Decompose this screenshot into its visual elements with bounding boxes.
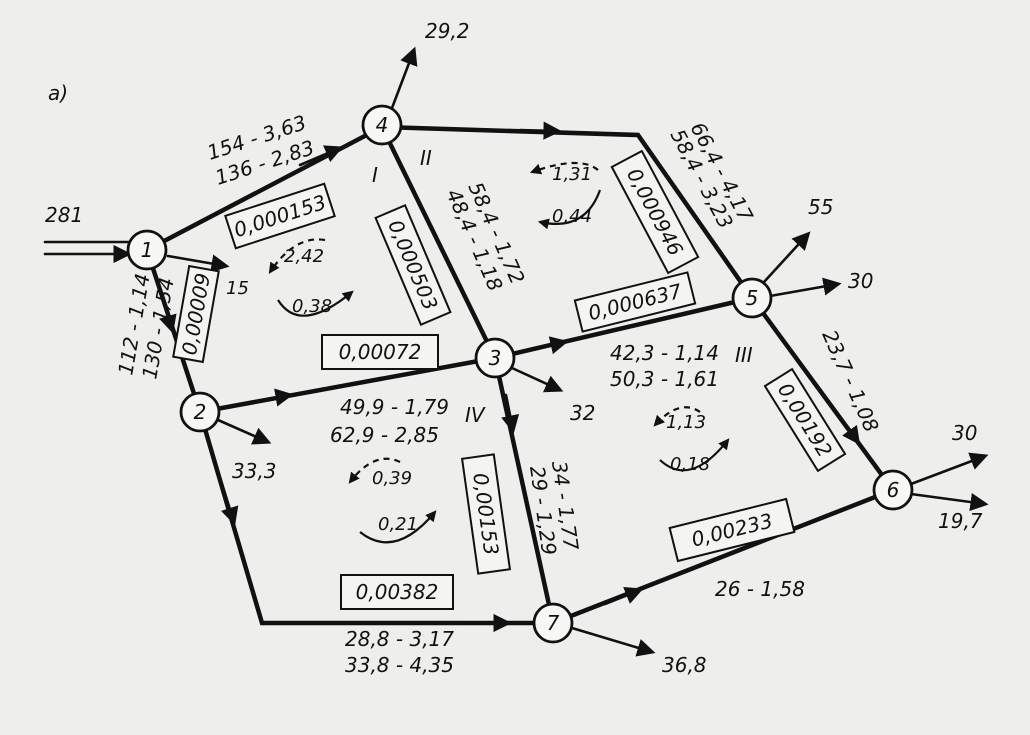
outflow-arrow-3 [510,366,564,393]
ring-III-dashed-arc [653,406,701,427]
node-2: 2 [179,391,221,433]
node-2-label: 2 [194,400,207,424]
resistance-box-4-3: 0,000503 [374,204,452,326]
ring-III-lower-value: 0,18 [670,454,710,475]
outflow-arrow-2 [216,418,272,445]
pipe-3-7 [492,355,556,626]
ring-I-label: I [372,163,378,187]
outflow-label-6a: 30 [952,421,977,445]
outflow-label-4: 29,2 [425,19,470,43]
resistance-box-1-4: 0,000153 [224,182,336,250]
ring-III-label: III [735,343,753,367]
pipe-3-5-label-b: 50,3 - 1,61 [610,367,719,391]
resistance-box-3-5: 0,000637 [573,271,697,333]
node-1: 1 [126,229,168,271]
resistance-box-1-2: 0,00009 [172,264,220,364]
node-5-label: 5 [746,286,759,310]
ring-II-upper-value: 1,31 [552,164,592,185]
flow-arrow-2-7 [220,482,239,526]
node-1-label: 1 [141,238,154,262]
outflow-label-6b: 19,7 [938,509,983,533]
ring-II-solid-arc [537,189,602,230]
outflow-label-5a: 55 [808,195,833,219]
nodes: 1 2 3 4 5 6 7 [126,104,914,644]
pipe-2-3 [197,355,498,415]
ring-correction-arcs: 2,42 0,38 1,31 0,44 1,13 0,18 0,39 0,21 [268,161,730,544]
outflow-arrow-4 [390,46,418,110]
node-7: 7 [532,602,574,644]
ring-I-lower-value: 0,38 [292,296,332,317]
outflow-label-3: 32 [570,401,595,425]
ring-I-upper-value: 2,42 [284,246,324,267]
node-5: 5 [731,277,773,319]
resistance-2-7-value: 0,00382 [356,580,439,604]
flow-arrow-2-3 [248,388,294,407]
pipe-7-6 [550,487,896,626]
outflow-label-7: 36,8 [662,653,707,677]
ring-IV-upper-value: 0,39 [372,468,412,489]
flow-arrow-3-5 [528,336,569,355]
pipe-labels: 154 - 3,63 136 - 2,83 112 - 1,14 130 - 1… [113,110,883,677]
ring-I-solid-arc [277,290,354,317]
flow-arrow-1-4 [298,145,344,167]
resistance-2-3-value: 0,00072 [339,340,422,364]
ring-I-dashed-arc [268,238,326,274]
pipe-5-6-label: 23,7 - 1,08 [817,326,883,435]
ring-IV-label: IV [465,403,486,427]
outflow-arrow-5a [762,231,811,284]
resistance-box-2-7: 0,00382 [340,574,454,610]
resistance-box-5-6: 0,00192 [763,367,847,473]
inflow-label-1: 281 [45,203,83,227]
outflow-label-5b: 30 [848,269,873,293]
pipe-7-6-label: 26 - 1,58 [715,577,805,601]
flow-arrow-1-2 [158,288,177,334]
ring-II-dashed-arc [529,161,599,175]
pipe-flow-arrows [158,121,861,633]
flow-arrow-4-5 [518,121,562,140]
node-3-label: 3 [489,346,502,370]
outflow-label-2: 33,3 [232,459,277,483]
figure-label: а) [48,81,68,105]
ring-II-lower-value: 0,44 [552,206,592,227]
pipe-5-6 [749,295,896,493]
ring-IV-solid-arc [359,510,437,544]
external-arrows [43,46,989,657]
resistance-box-3-7: 0,00153 [460,453,512,575]
node-6-label: 6 [887,478,900,502]
ring-III-upper-value: 1,13 [666,412,706,433]
node-3: 3 [474,337,516,379]
pipe-4-5 [379,124,755,301]
pipe-2-3-label-b: 62,9 - 2,85 [330,423,439,447]
outflow-arrow-6a [909,452,989,486]
node-7-label: 7 [547,611,560,635]
node-6: 6 [872,469,914,511]
ring-IV-dashed-arc [348,457,401,484]
flow-arrow-5-6 [833,408,861,445]
external-flow-labels: 281 15 33,3 32 29,2 55 30 30 19,7 36,8 [45,19,983,677]
resistance-box-2-3: 0,00072 [321,334,439,370]
ring-III-solid-arc [659,438,730,472]
ring-IV-lower-value: 0,21 [378,514,418,535]
node-4: 4 [361,104,403,146]
outflow-arrow-7 [570,626,656,657]
flow-arrow-3-7 [501,393,520,434]
outflow-arrow-6b [909,492,989,512]
pipe-2-7-label-b: 33,8 - 4,35 [345,653,454,677]
flow-arrow-7-6 [603,586,644,606]
ring-labels: I II III IV [372,146,753,427]
pipe-4-3 [379,124,498,361]
pipe-2-7 [197,409,556,626]
pipe-2-3-label-a: 49,9 - 1,79 [340,395,449,419]
node-4-label: 4 [376,113,389,137]
pipe-3-5-label-a: 42,3 - 1,14 [610,341,719,365]
ring-II-label: II [420,146,432,170]
outflow-arrow-5b [768,277,842,298]
outflow-arrow-1 [166,254,230,273]
pipe-2-7-label-a: 28,8 - 3,17 [345,627,454,651]
outflow-label-1: 15 [226,278,249,299]
